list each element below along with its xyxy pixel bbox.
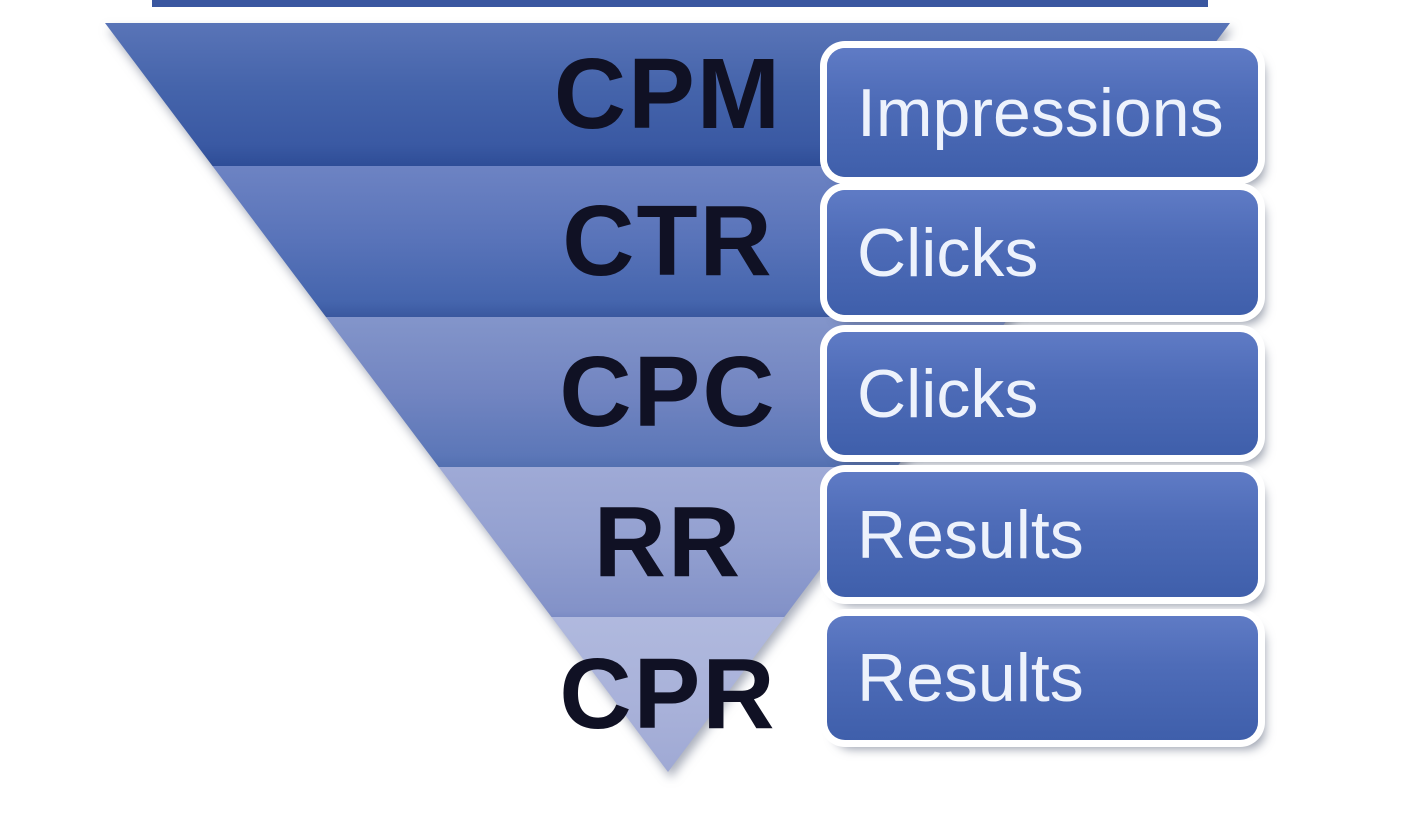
metric-label-cpr: CPR [559,638,777,750]
metric-label-cpm: CPM [553,38,783,150]
measure-box-label: Impressions [857,74,1224,151]
measure-box-clicks-ctr: Clicks [827,190,1258,315]
measure-box-label: Results [857,640,1084,716]
metric-label-ctr: CTR [562,185,774,297]
measure-box-results-rr: Results [827,472,1258,597]
metric-label-cpc: CPC [559,335,777,448]
measure-box-clicks-cpc: Clicks [827,332,1258,455]
metric-label-rr: RR [593,485,743,598]
measure-box-results-cpr: Results [827,616,1258,740]
measure-box-label: Clicks [857,355,1039,432]
measure-box-label: Clicks [857,214,1039,291]
measure-box-impressions: Impressions [827,48,1258,177]
measure-box-label: Results [857,496,1084,573]
cropped-shape-top-edge [152,0,1208,7]
